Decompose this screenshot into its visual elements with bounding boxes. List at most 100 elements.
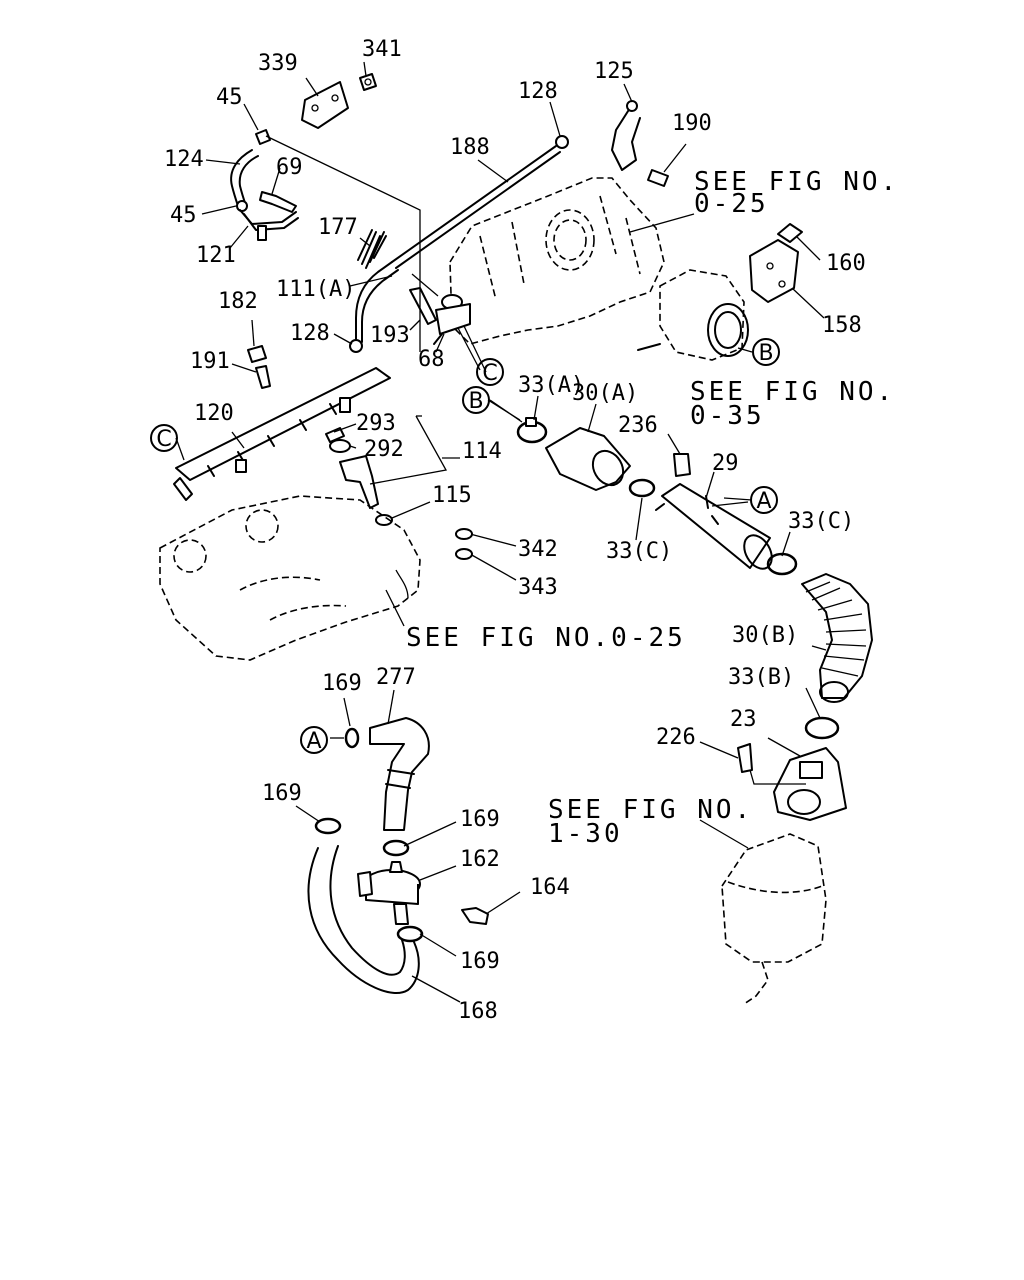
part-339-bracket-plate [301, 81, 349, 129]
label-30a: 30(A) [572, 381, 638, 406]
part-168-hose [307, 845, 420, 995]
part-69-bolt [259, 191, 297, 213]
label-69: 69 [276, 155, 303, 180]
part-193-bolt [409, 287, 437, 325]
label-128-lower: 128 [290, 321, 330, 346]
label-120: 120 [194, 401, 234, 426]
label-191: 191 [190, 349, 230, 374]
label-33c-right: 33(C) [788, 509, 854, 534]
svg-text:B: B [758, 341, 773, 366]
label-124: 124 [164, 147, 204, 172]
part-45-clip-upper [255, 129, 271, 145]
label-158: 158 [822, 313, 862, 338]
label-128-upper: 128 [518, 79, 558, 104]
part-169-clamp-a [344, 727, 360, 749]
label-169-d: 169 [460, 949, 500, 974]
intake-manifold-upper [449, 177, 665, 345]
part-125-bracket [611, 100, 641, 171]
part-182-cap [247, 345, 267, 363]
label-115: 115 [432, 483, 472, 508]
label-182: 182 [218, 289, 258, 314]
air-cleaner-housing [721, 833, 827, 1005]
leader-lines [175, 61, 827, 1003]
label-125: 125 [594, 59, 634, 84]
intake-manifold-lower [159, 495, 421, 661]
marker-b-left: B [462, 386, 490, 414]
part-33c-clamp-left [628, 478, 656, 498]
part-226-bolt [737, 743, 753, 773]
label-188: 188 [450, 135, 490, 160]
label-114: 114 [462, 439, 502, 464]
part-164-bolt [461, 907, 489, 925]
label-45-lower: 45 [170, 203, 197, 228]
part-177-spring [357, 229, 387, 269]
part-128-clip-upper [555, 135, 569, 149]
label-343: 343 [518, 575, 558, 600]
part-128-clip-lower [349, 339, 363, 353]
part-236-cap [673, 453, 691, 477]
see-fig-1-30-line1: SEE FIG NO. [548, 795, 753, 825]
label-169-c: 169 [460, 807, 500, 832]
part-293-seal [325, 427, 345, 443]
part-342-washer [455, 528, 473, 540]
svg-text:B: B [468, 389, 483, 414]
marker-a-left: A [300, 726, 328, 754]
label-342: 342 [518, 537, 558, 562]
label-45-upper: 45 [216, 85, 243, 110]
label-164: 164 [530, 875, 570, 900]
label-68: 68 [418, 347, 445, 372]
marker-b-right: B [752, 338, 780, 366]
marker-a-right: A [750, 486, 778, 514]
marker-c-right: C [476, 358, 504, 386]
label-168: 168 [458, 999, 498, 1024]
label-33a: 33(A) [518, 373, 584, 398]
label-190: 190 [672, 111, 712, 136]
part-29-resonator [655, 483, 773, 570]
part-292-ring [329, 439, 351, 453]
part-162-valve [357, 861, 421, 925]
part-111a-hose [355, 261, 399, 343]
label-226: 226 [656, 725, 696, 750]
part-45-clip-lower [236, 200, 248, 212]
part-114-injector [339, 455, 379, 509]
label-193: 193 [370, 323, 410, 348]
part-160-bolt [777, 223, 803, 243]
label-29: 29 [712, 451, 739, 476]
part-120-fuel-rail [173, 367, 391, 501]
part-33b-clamp [804, 716, 840, 740]
label-33b: 33(B) [728, 665, 794, 690]
part-30a-hose [545, 427, 631, 491]
part-191-bolt [255, 365, 271, 389]
figure-references: SEE FIG NO. 0-25 SEE FIG NO. 0-35 SEE FI… [406, 167, 899, 849]
label-23: 23 [730, 707, 757, 732]
see-fig-0-25-top-line1: SEE FIG NO. [694, 167, 899, 197]
see-fig-0-35-line1: SEE FIG NO. [690, 377, 895, 407]
part-labels: 339 341 45 124 69 45 121 177 188 128 125… [164, 37, 866, 1024]
label-111a: 111(A) [276, 277, 355, 302]
part-190-bolt [647, 169, 669, 187]
label-30b: 30(B) [732, 623, 798, 648]
part-115-oring [375, 514, 393, 526]
see-fig-1-30-line2: 1-30 [548, 819, 623, 849]
marker-c-left: C [150, 424, 178, 452]
part-121-pipe [239, 209, 299, 241]
part-188-fuel-pipe [391, 145, 561, 269]
part-169-clamp-c [382, 839, 410, 857]
label-160: 160 [826, 251, 866, 276]
label-292: 292 [364, 437, 404, 462]
part-30b-duct [801, 573, 873, 703]
part-277-hose [369, 717, 430, 831]
label-293: 293 [356, 411, 396, 436]
part-158-bracket [749, 239, 799, 303]
svg-text:C: C [156, 427, 171, 452]
label-169-a: 169 [322, 671, 362, 696]
part-33a-clamp [516, 417, 548, 444]
label-277: 277 [376, 665, 416, 690]
svg-text:A: A [756, 489, 771, 514]
svg-text:A: A [306, 729, 321, 754]
label-177: 177 [318, 215, 358, 240]
label-341: 341 [362, 37, 402, 62]
part-23-airflow-sensor [773, 747, 847, 821]
part-343-washer [455, 548, 473, 560]
